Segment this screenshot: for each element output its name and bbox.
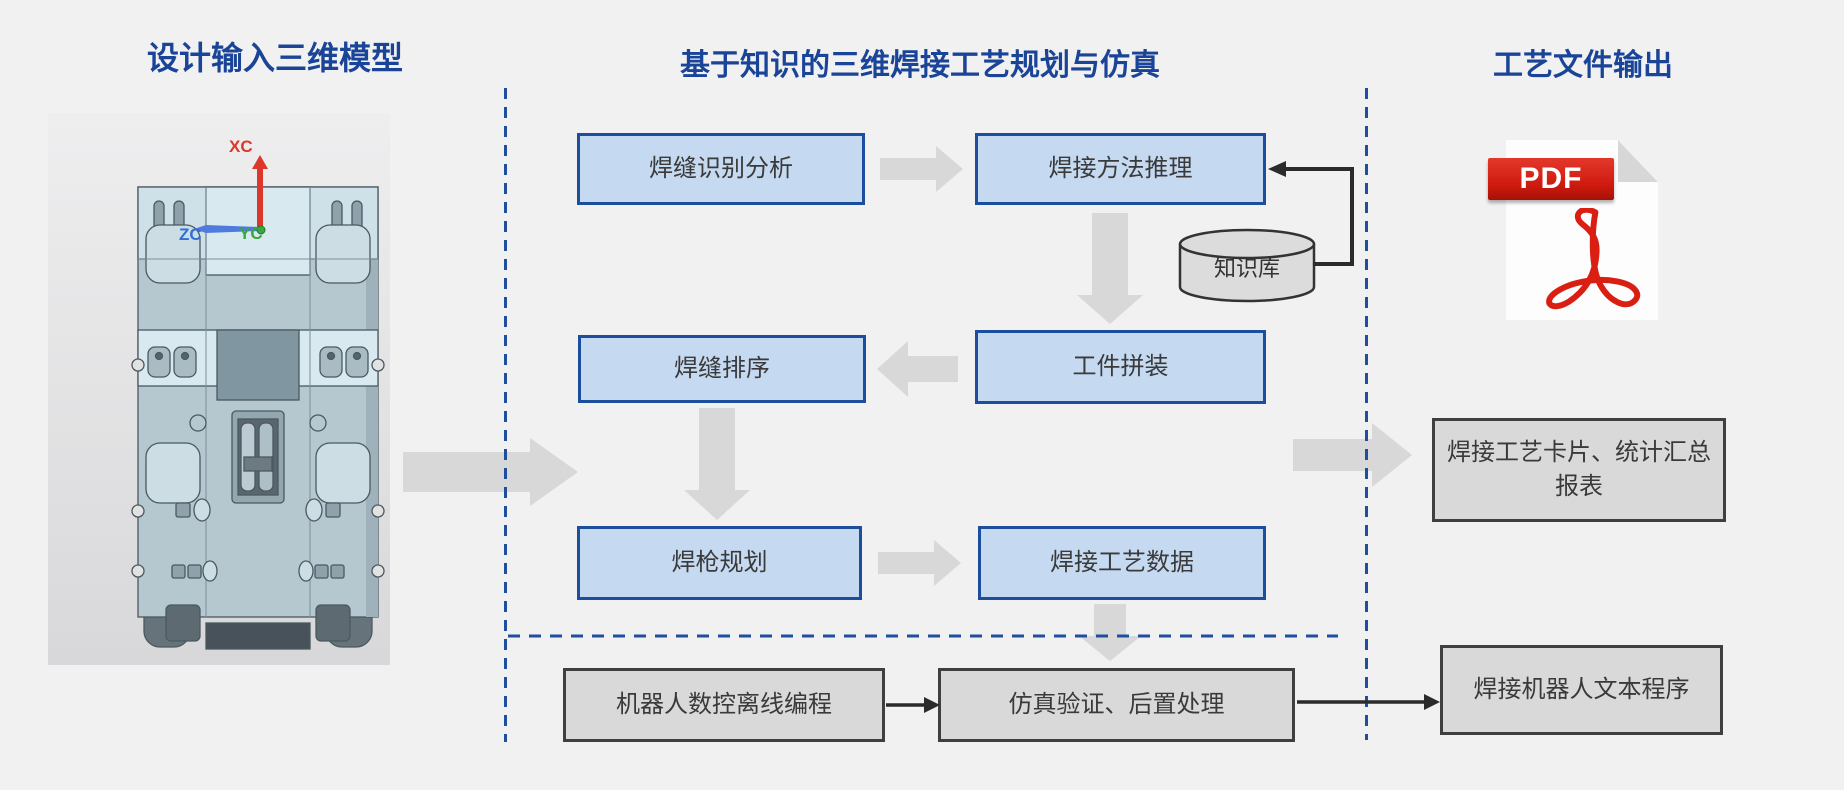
x-axis-label: XC — [229, 137, 253, 156]
output-box-robot-program: 焊接机器人文本程序 — [1440, 645, 1723, 735]
flow-box-torch-planning: 焊枪规划 — [577, 526, 862, 600]
arrow-torch-to-processdata — [878, 540, 961, 586]
pdf-fold-corner-icon — [1618, 140, 1658, 182]
flow-box-workpiece-assembly: 工件拼装 — [975, 330, 1266, 404]
flow-box-simulation-postprocess: 仿真验证、后置处理 — [938, 668, 1295, 742]
black-connectors — [886, 161, 1440, 713]
cad-model-viewport: XC ZC YC — [48, 113, 390, 665]
section-title-design-input: 设计输入三维模型 — [146, 40, 403, 76]
simulation-to-program-arrowhead — [1424, 694, 1440, 710]
arrow-sequencing-to-torch — [684, 408, 750, 520]
y-axis-marker — [256, 225, 266, 235]
knowledge-base-cylinder — [1178, 228, 1316, 303]
flow-box-seam-sequencing: 焊缝排序 — [578, 335, 866, 403]
acrobat-swirl-icon — [1546, 208, 1641, 310]
flow-box-offline-programming: 机器人数控离线编程 — [563, 668, 885, 742]
y-axis-label: YC — [239, 224, 263, 243]
section-title-planning: 基于知识的三维焊接工艺规划与仿真 — [680, 49, 1160, 82]
arrow-planning-to-report — [1293, 423, 1412, 487]
cylinder-body — [1178, 244, 1316, 303]
output-box-process-report: 焊接工艺卡片、统计汇总报表 — [1432, 418, 1726, 522]
knowledgebase-arrowhead — [1268, 161, 1286, 177]
arrow-assembly-to-sequencing — [877, 341, 958, 397]
z-axis-arrow — [194, 225, 260, 233]
workpiece-model — [131, 186, 385, 650]
x-axis-arrow — [252, 155, 268, 231]
pdf-banner: PDF — [1488, 158, 1614, 200]
coordinate-axes — [194, 155, 268, 235]
flow-box-process-data: 焊接工艺数据 — [978, 526, 1266, 600]
acrobat-swirl-path — [1546, 208, 1641, 310]
flow-box-seam-recognition: 焊缝识别分析 — [577, 133, 865, 205]
knowledge-base-label: 知识库 — [1213, 256, 1280, 281]
z-axis-label: ZC — [179, 225, 202, 244]
section-title-output: 工艺文件输出 — [1493, 49, 1673, 82]
cad-model-3d-view — [48, 113, 390, 665]
arrow-recognition-to-reasoning — [880, 146, 963, 192]
arrow-processdata-to-simulation — [1079, 604, 1141, 661]
arrow-model-to-planning — [403, 438, 578, 506]
arrow-reasoning-to-assembly — [1077, 213, 1143, 324]
flow-box-method-reasoning: 焊接方法推理 — [975, 133, 1266, 205]
pdf-file-icon: PDF — [1488, 138, 1693, 328]
